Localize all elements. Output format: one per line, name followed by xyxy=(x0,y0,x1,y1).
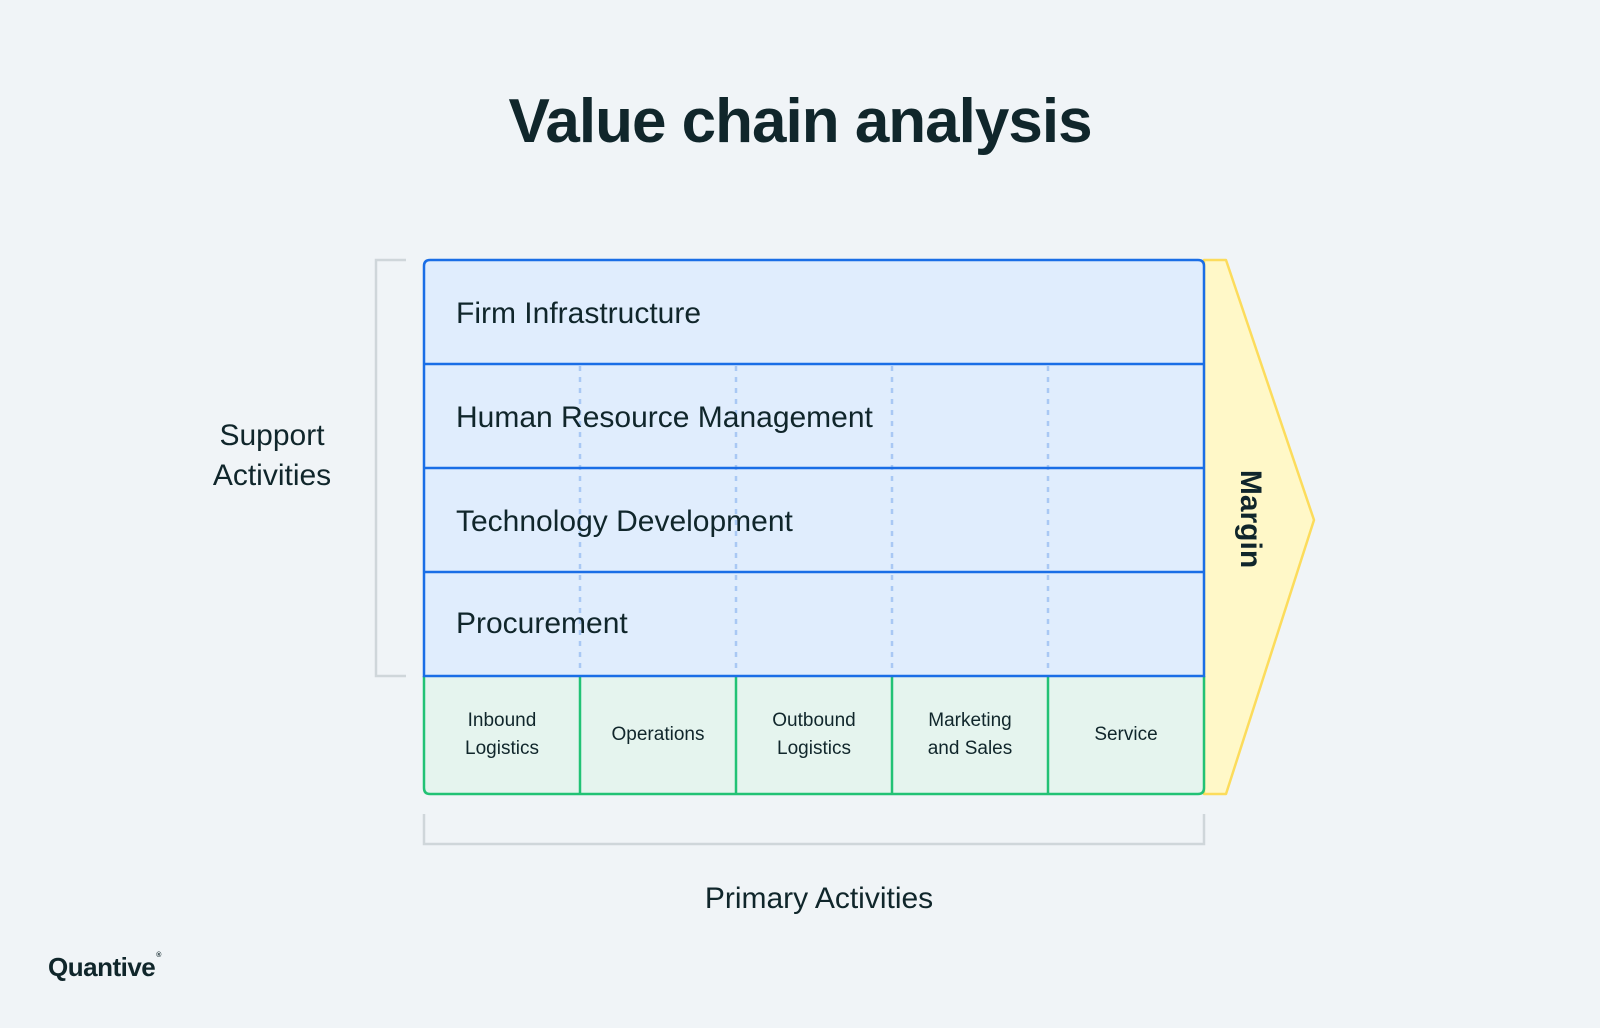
primary-cell-service: Service xyxy=(1048,676,1204,794)
diagram-title: Value chain analysis xyxy=(508,87,1092,156)
primary-cell-marketing-and-sales: Marketing and Sales xyxy=(892,676,1048,794)
cell-line: Service xyxy=(1094,724,1158,745)
support-dotted-dividers xyxy=(578,366,1050,674)
support-bracket xyxy=(374,258,406,678)
cell-line: Operations xyxy=(611,724,705,745)
primary-cell-operations: Operations xyxy=(580,676,736,794)
logo-text: Quantive xyxy=(48,952,156,982)
support-row-firm-infrastructure: Firm Infrastructure xyxy=(456,297,702,330)
cell-line: Logistics xyxy=(777,738,851,759)
support-label-line2: Activities xyxy=(212,459,332,492)
primary-block xyxy=(424,676,1204,794)
cell-line: Inbound xyxy=(467,710,537,731)
cell-line: Marketing xyxy=(928,710,1012,731)
support-activities-label: Support Activities xyxy=(172,416,372,496)
cell-line: and Sales xyxy=(927,738,1013,759)
support-row-procurement: Procurement xyxy=(456,607,628,640)
primary-bracket xyxy=(422,814,1206,846)
margin-label: Margin xyxy=(1234,469,1267,569)
cell-line: Outbound xyxy=(772,710,856,731)
primary-activities-label: Primary Activities xyxy=(704,882,934,915)
support-grid xyxy=(422,258,1206,678)
registered-mark-icon: ® xyxy=(156,952,161,959)
primary-grid xyxy=(422,676,1206,796)
support-row-hr-management: Human Resource Management xyxy=(456,401,873,434)
support-row-technology-development: Technology Development xyxy=(456,505,793,538)
support-label-line1: Support xyxy=(219,419,325,452)
cell-line: Logistics xyxy=(465,738,539,759)
quantive-logo: Quantive® xyxy=(48,952,161,983)
